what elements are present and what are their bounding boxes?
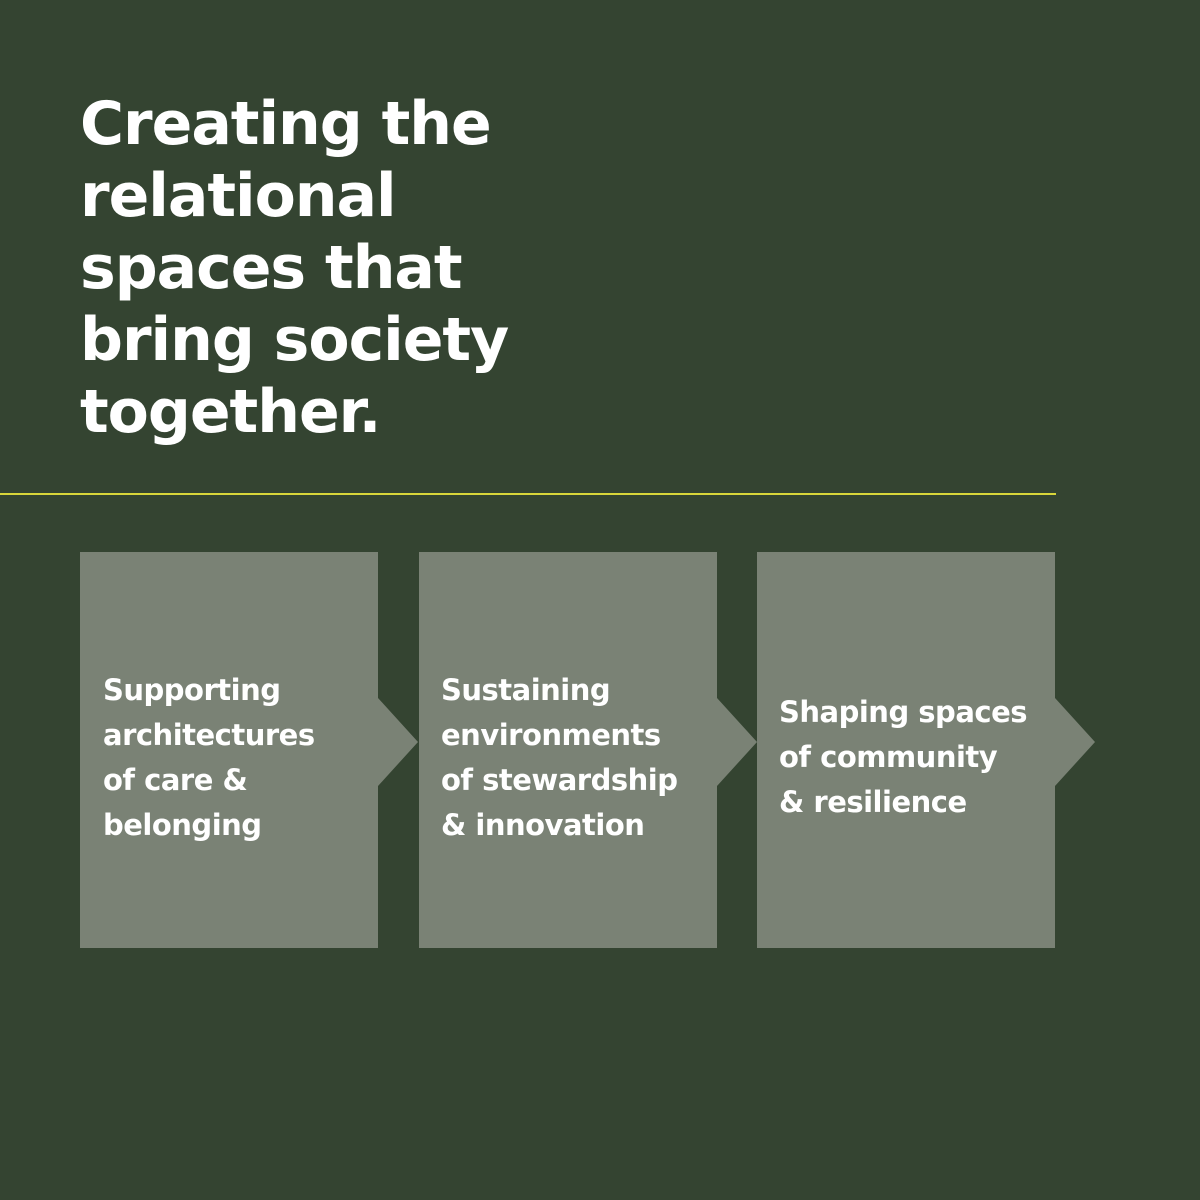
step-label-line: Shaping spaces — [779, 695, 1028, 729]
chevron-arrow-shape — [80, 552, 418, 948]
process-step-1 — [80, 552, 420, 948]
process-step-1-label: Supporting architectures of care & belon… — [103, 668, 393, 848]
process-step-3-label: Shaping spaces of community & resilience — [779, 690, 1069, 825]
step-label-line: of community — [779, 740, 998, 774]
headline-line: relational — [80, 161, 397, 231]
step-label-line: of stewardship — [441, 763, 678, 797]
step-label-line: & innovation — [441, 808, 645, 842]
process-step-2 — [419, 552, 759, 948]
accent-divider — [0, 493, 1056, 495]
step-label-line: architectures — [103, 718, 315, 752]
process-step-3 — [757, 552, 1097, 948]
headline: Creating the relational spaces that brin… — [80, 88, 540, 448]
headline-line: bring society — [80, 305, 509, 375]
step-label-line: belonging — [103, 808, 262, 842]
headline-line: Creating the — [80, 89, 492, 159]
step-label-line: & resilience — [779, 785, 967, 819]
step-label-line: Sustaining — [441, 673, 611, 707]
chevron-arrow-shape — [757, 552, 1095, 948]
headline-line: together. — [80, 377, 381, 447]
process-step-2-label: Sustaining environments of stewardship &… — [441, 668, 731, 848]
step-label-line: of care & — [103, 763, 248, 797]
step-label-line: environments — [441, 718, 661, 752]
step-label-line: Supporting — [103, 673, 281, 707]
headline-line: spaces that — [80, 233, 463, 303]
chevron-arrow-shape — [419, 552, 757, 948]
